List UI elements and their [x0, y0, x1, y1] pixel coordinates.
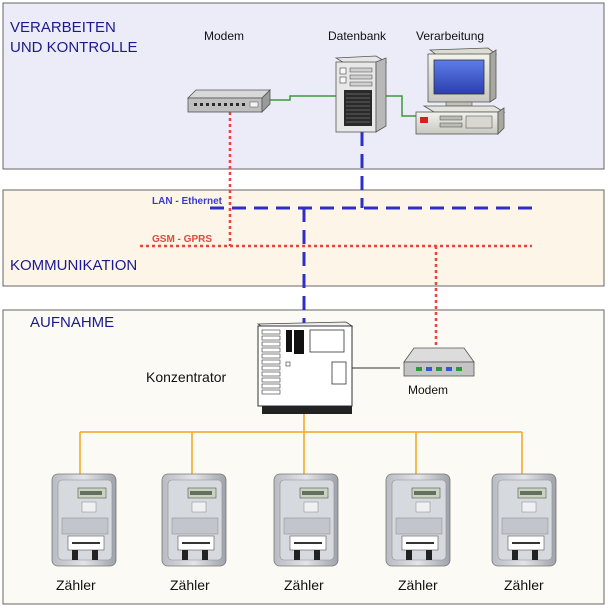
communication-zone-title: KOMMUNIKATION: [10, 257, 137, 274]
electricity-meter-icon: [385, 473, 451, 567]
processing-zone-title-line1: VERARBEITEN: [10, 19, 116, 36]
modem-bottom-icon: [403, 347, 475, 377]
modem-bottom-label: Modem: [408, 383, 448, 397]
concentrator-icon: [256, 321, 354, 414]
electricity-meter-icon: [491, 473, 557, 567]
concentrator-label: Konzentrator: [146, 369, 226, 385]
gsm-gprs-label: GSM - GPRS: [152, 234, 212, 245]
electricity-meter-icon: [273, 473, 339, 567]
server-tower-icon: [334, 55, 388, 133]
lan-ethernet-label: LAN - Ethernet: [152, 196, 223, 207]
meter-label: Zähler: [170, 577, 210, 593]
database-label: Datenbank: [328, 29, 387, 43]
desktop-computer-icon: [415, 47, 506, 135]
processing-label: Verarbeitung: [416, 29, 484, 43]
meter-label: Zähler: [284, 577, 324, 593]
processing-zone: [2, 2, 605, 170]
lan-ethernet-network: [210, 132, 532, 326]
meter-label: Zähler: [504, 577, 544, 593]
electricity-meter-icon: [51, 473, 117, 567]
cables: [268, 95, 420, 117]
meter-bus: [79, 414, 523, 476]
meter-label: Zähler: [56, 577, 96, 593]
processing-zone-title-line2: UND KONTROLLE: [10, 39, 138, 56]
electricity-meter-icon: [161, 473, 227, 567]
modem-top-icon: [187, 89, 271, 113]
acquisition-zone-title: AUFNAHME: [30, 314, 114, 331]
meter-label: Zähler: [398, 577, 438, 593]
gsm-gprs-network: [140, 112, 532, 348]
modem-top-label: Modem: [204, 29, 244, 43]
